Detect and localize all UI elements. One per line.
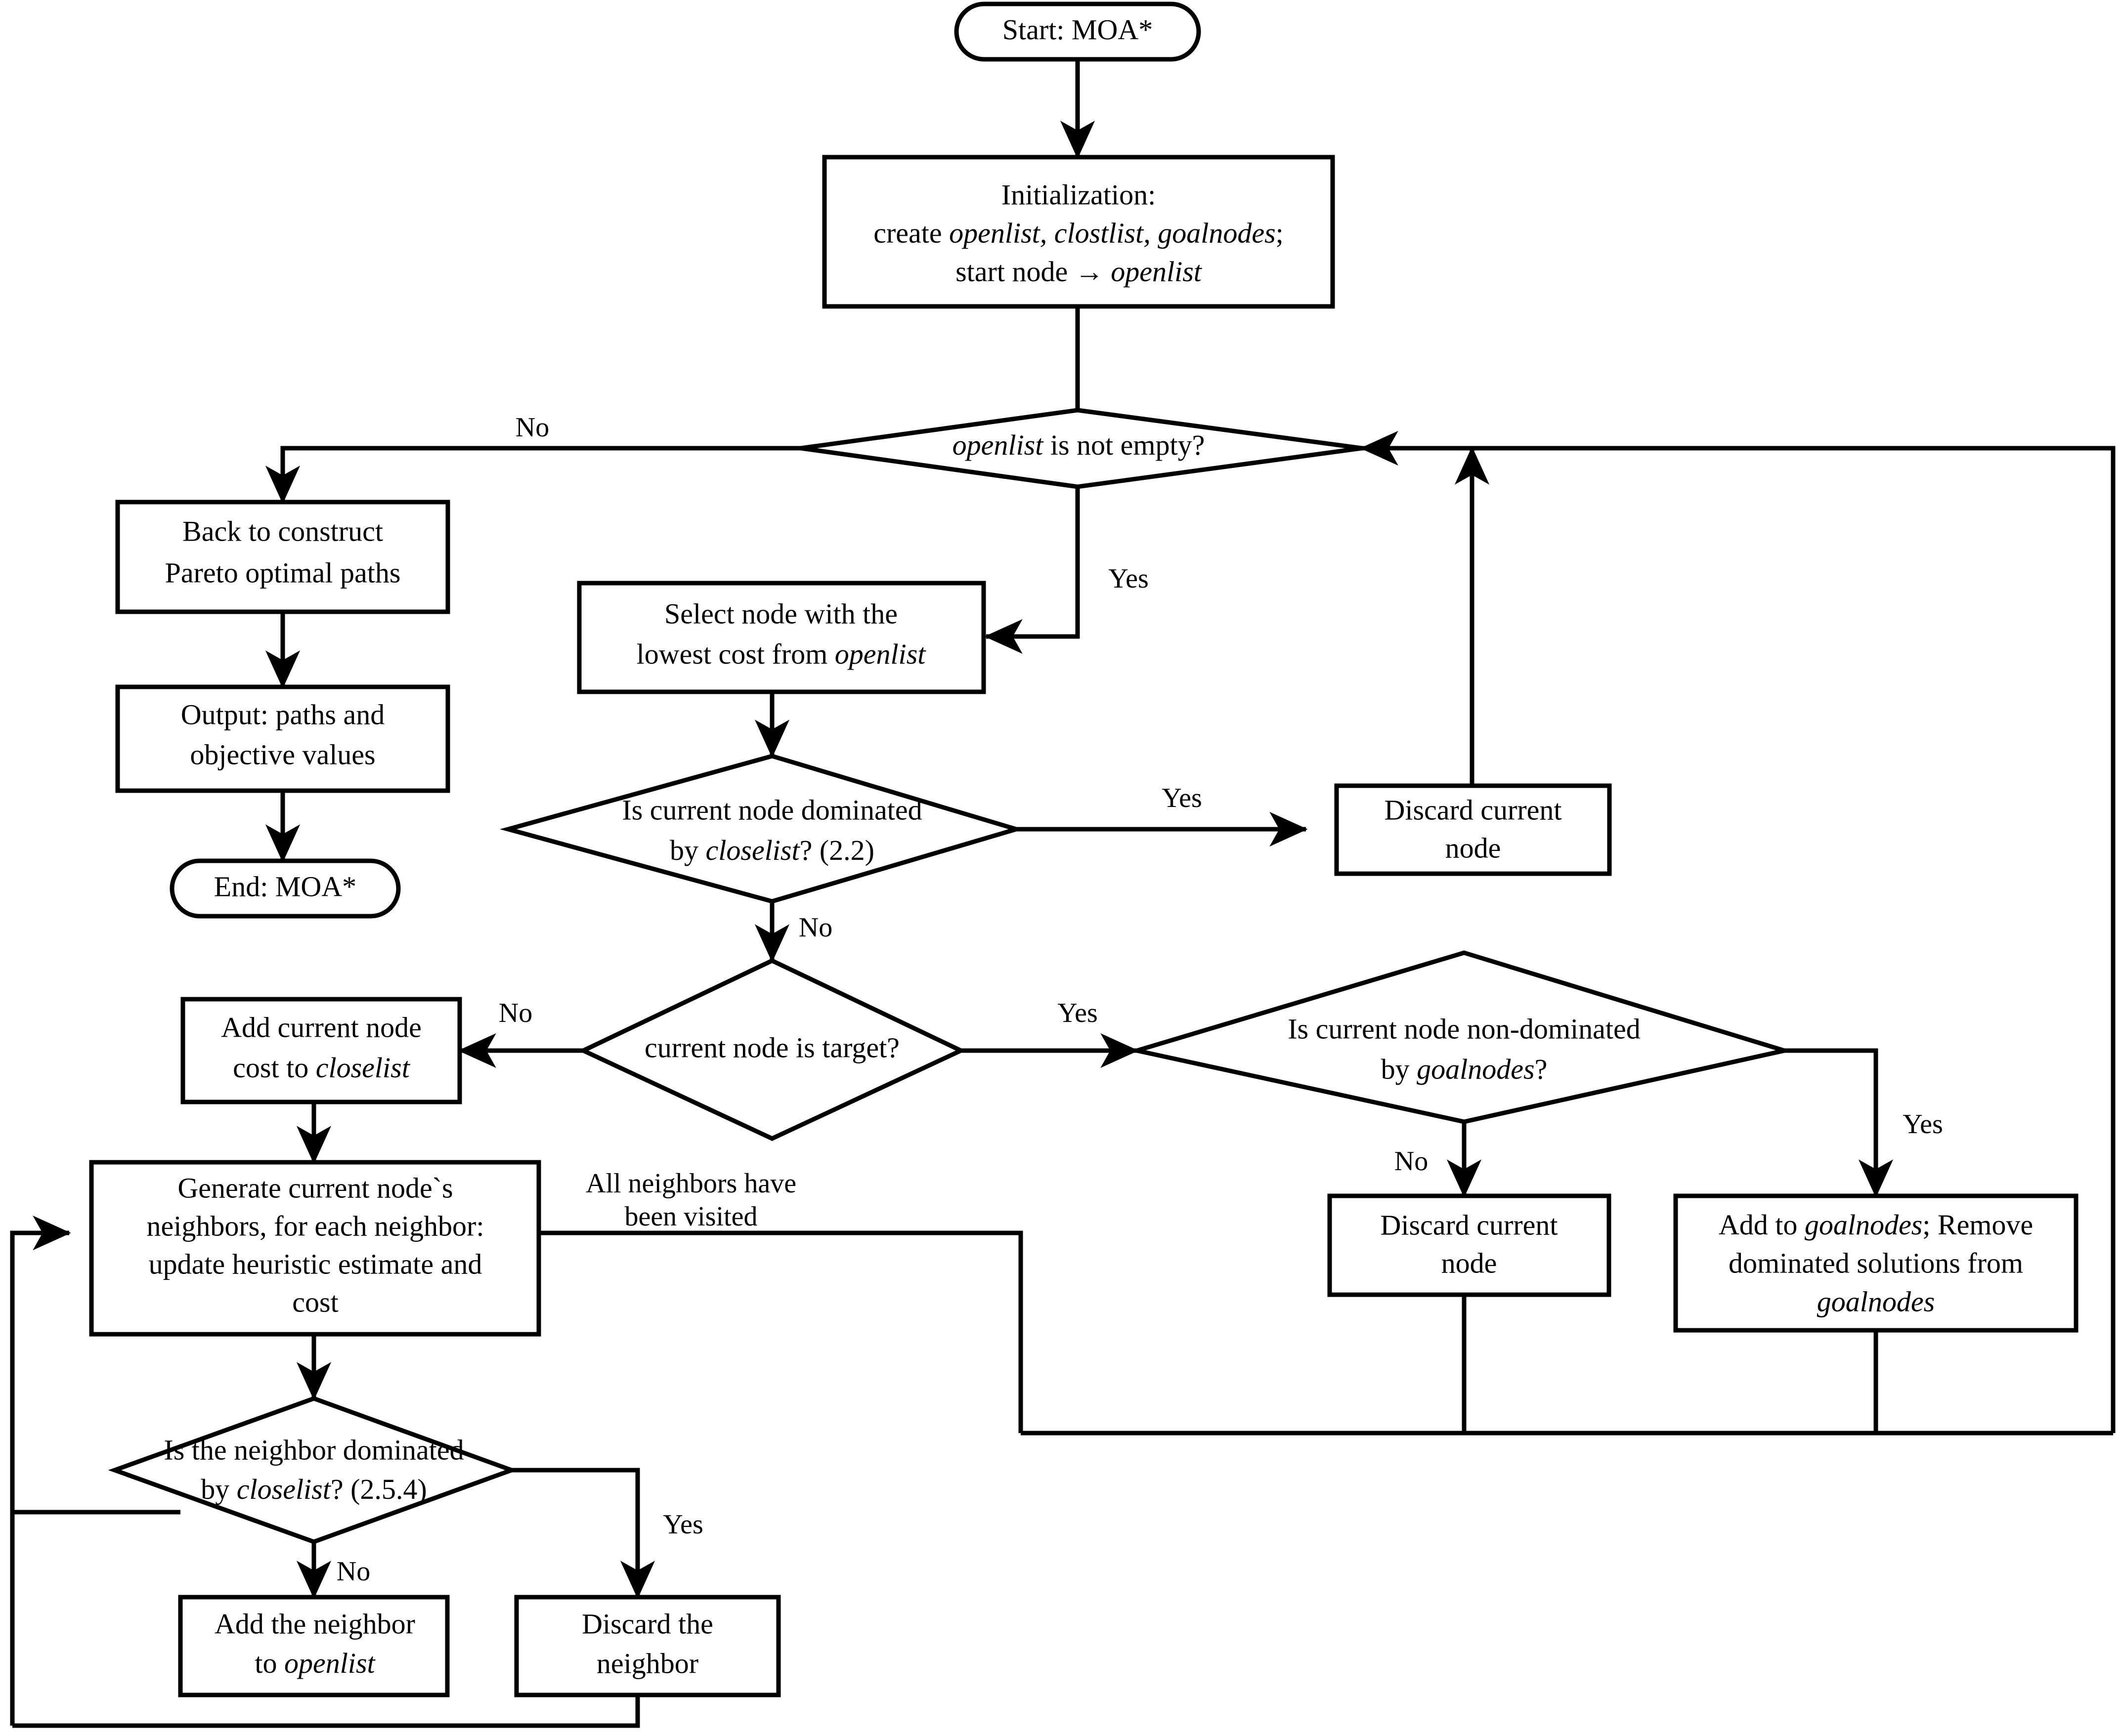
edge-all-neighbors-visited [539,1230,1023,1433]
initialization-line3: start node → openlist [955,255,1203,288]
discard-top-line2: node [1445,832,1501,864]
decision-dominated-by-closelist[interactable] [500,754,1024,904]
edge-label-all-neighbors-l2: been visited [624,1201,757,1232]
discard-neighbor-line2: neighbor [597,1647,698,1679]
back-construct-line1: Back to construct [182,515,383,547]
discard-current-node-top-box[interactable] [1334,783,1612,876]
decision-openlist-not-empty[interactable] [800,408,1362,489]
edge-neighbor-yes [512,1468,655,1599]
edge-label-openlist-no: No [516,412,549,443]
decision-openlist-label: openlist is not empty? [953,429,1205,461]
end-terminator[interactable] [170,858,401,919]
edge-label-openlist-yes: Yes [1108,563,1148,594]
generate-line2: neighbors, for each neighbor: [147,1210,484,1242]
start-terminator[interactable] [954,1,1201,62]
add-neighbor-line1: Add the neighbor [215,1608,415,1640]
decision-neighbor-line1: Is the neighbor dominated [164,1434,464,1466]
edge-discardneighbor-to-rail [12,1695,640,1728]
select-node-line2: lowest cost from openlist [637,638,927,670]
edge-openlist-no [265,446,801,504]
initialization-line1: Initialization: [1001,178,1156,211]
edge-label-dominated-yes: Yes [1162,783,1202,813]
add-to-goalnodes-box[interactable] [1673,1193,2079,1333]
discard-neighbor-line1: Discard the [582,1608,713,1640]
generate-line4: cost [292,1286,338,1318]
add-goalnodes-line2: dominated solutions from [1729,1247,2023,1279]
edge-right-loopback [1360,430,2116,1433]
select-node-line1: Select node with the [664,597,898,630]
output-box[interactable] [115,684,450,793]
add-goalnodes-line1: Add to goalnodes; Remove [1719,1209,2033,1241]
discard-current-node-bottom-box[interactable] [1327,1193,1611,1297]
edge-goalnodes-yes [1784,1048,1894,1198]
generate-line3: update heuristic estimate and [149,1248,482,1280]
edge-label-neighbor-no: No [337,1556,370,1587]
edge-label-all-neighbors-l1: All neighbors have [586,1168,796,1199]
decision-neighbor-dominated[interactable] [108,1396,519,1544]
decision-goalnodes-line1: Is current node non-dominated [1288,1013,1641,1045]
decision-neighbor-line2: by closelist? (2.5.4) [201,1473,427,1505]
edge-label-target-yes: Yes [1057,998,1097,1028]
edge-label-dominated-no: No [799,912,832,943]
edge-left-rail-loopback [10,1215,71,1726]
decision-dominated-line2: by closelist? (2.2) [670,834,874,866]
generate-line1: Generate current node`s [177,1172,453,1204]
decision-target-label: current node is target? [645,1031,900,1063]
decision-goalnodes-line2: by goalnodes? [1381,1053,1548,1085]
add-neighbor-line2: to openlist [255,1647,376,1679]
discard-bottom-line2: node [1441,1247,1497,1279]
output-line1: Output: paths and [181,698,385,730]
select-node-box[interactable] [577,581,986,694]
decision-non-dominated-goalnodes[interactable] [1136,950,1793,1124]
discard-bottom-line1: Discard current [1380,1209,1558,1241]
initialization-box[interactable] [822,155,1335,309]
back-construct-line2: Pareto optimal paths [165,556,401,589]
add-cost-line2: cost to closelist [233,1052,411,1084]
initialization-line2: create openlist, clostlist, goalnodes; [873,217,1284,249]
decision-current-node-target[interactable] [578,958,966,1141]
edge-openlist-yes [984,487,1080,654]
edge-label-goalnodes-no: No [1394,1146,1428,1177]
discard-neighbor-box[interactable] [514,1595,781,1697]
add-cost-line1: Add current node [221,1011,422,1043]
generate-neighbors-box[interactable] [89,1160,541,1337]
add-cost-closelist-box[interactable] [180,997,462,1104]
back-construct-box[interactable] [115,500,450,614]
output-line2: objective values [190,738,375,770]
decision-dominated-line1: Is current node dominated [622,794,922,826]
edge-label-goalnodes-yes: Yes [1903,1109,1943,1140]
add-goalnodes-line3: goalnodes [1817,1285,1935,1317]
start-label: Start: MOA* [1002,13,1153,45]
edge-label-neighbor-yes: Yes [663,1509,703,1540]
discard-top-line1: Discard current [1384,794,1561,826]
add-neighbor-box[interactable] [178,1595,450,1697]
edge-label-target-no: No [499,998,532,1028]
end-label: End: MOA* [214,870,356,902]
